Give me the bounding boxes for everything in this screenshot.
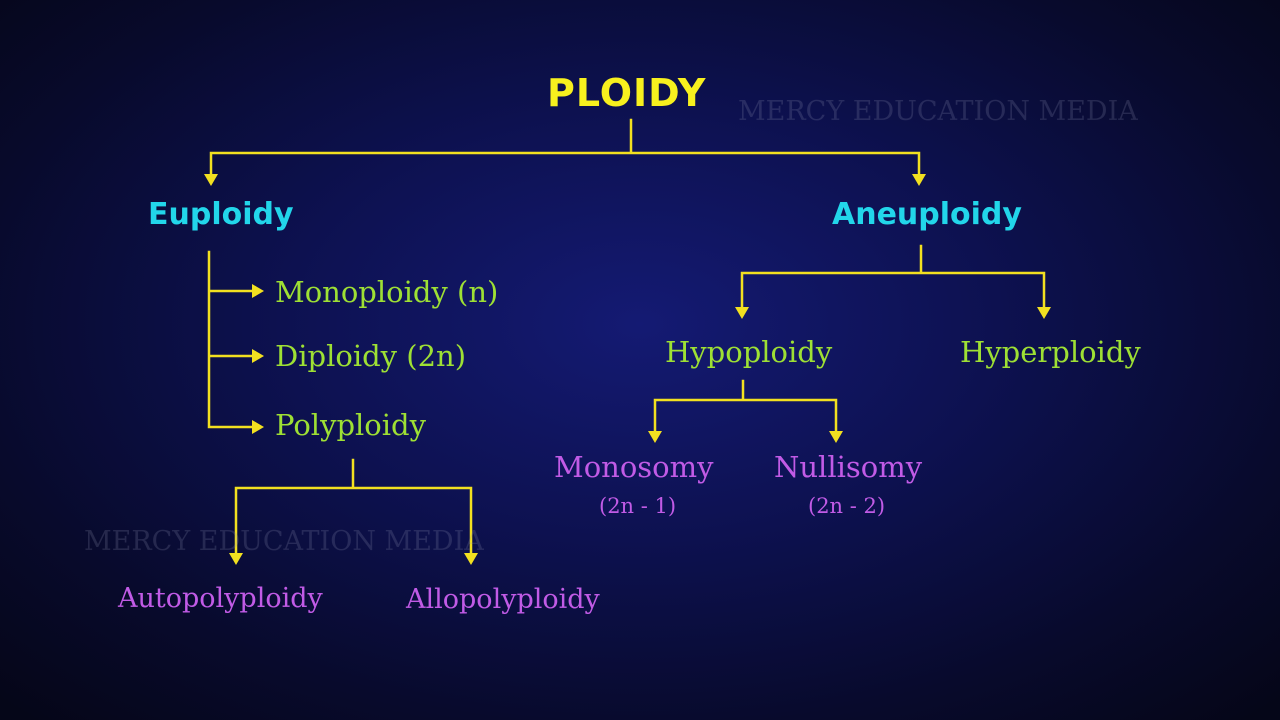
- arrow-to-monosomy: [648, 431, 662, 443]
- node-hyperploidy: Hyperploidy: [960, 335, 1141, 369]
- arrow-to-hyperploidy: [1037, 307, 1051, 319]
- node-monosomy: Monosomy: [554, 450, 714, 484]
- connector-root: [209, 118, 921, 178]
- connector-aneuploidy: [740, 244, 1046, 309]
- root-ploidy: PLOIDY: [547, 71, 707, 115]
- watermark-bottom: MERCY EDUCATION MEDIA: [84, 526, 484, 557]
- arrow-to-euploidy: [204, 174, 218, 186]
- watermark-top: MERCY EDUCATION MEDIA: [738, 96, 1138, 127]
- connector-hypoploidy: [653, 379, 838, 433]
- node-aneuploidy: Aneuploidy: [832, 197, 1022, 232]
- connector-polyploidy: [234, 458, 473, 556]
- arrow-to-monoploidy: [252, 284, 264, 298]
- arrow-to-allopolyploidy: [464, 553, 478, 565]
- arrow-to-hypoploidy: [735, 307, 749, 319]
- arrow-to-aneuploidy: [912, 174, 926, 186]
- formula-monosomy: (2n - 1): [599, 494, 677, 518]
- arrow-to-autopolyploidy: [229, 553, 243, 565]
- node-hypoploidy: Hypoploidy: [665, 335, 833, 369]
- node-autopolyploidy: Autopolyploidy: [118, 583, 323, 614]
- arrow-to-polyploidy: [252, 420, 264, 434]
- node-allopolyploidy: Allopolyploidy: [406, 584, 600, 615]
- arrow-to-diploidy: [252, 349, 264, 363]
- node-diploidy: Diploidy (2n): [275, 339, 467, 373]
- node-nullisomy: Nullisomy: [774, 450, 923, 484]
- node-monoploidy: Monoploidy (n): [275, 275, 499, 309]
- connector-euploidy: [207, 250, 254, 429]
- node-polyploidy: Polyploidy: [275, 408, 426, 442]
- formula-nullisomy: (2n - 2): [808, 494, 886, 518]
- arrow-to-nullisomy: [829, 431, 843, 443]
- node-euploidy: Euploidy: [148, 197, 294, 232]
